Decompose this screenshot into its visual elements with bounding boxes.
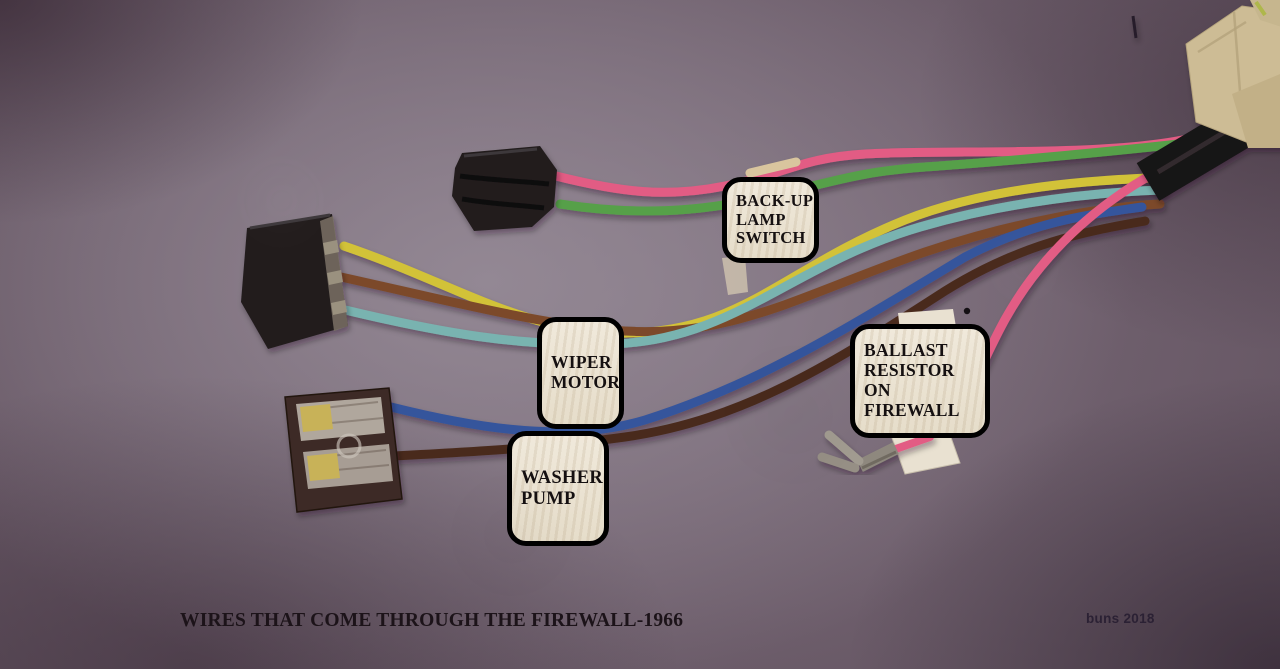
backup-lamp-switch-connector bbox=[452, 146, 557, 231]
wiper-connector-slot bbox=[327, 270, 343, 285]
ballast-pink-stub bbox=[886, 433, 934, 455]
washer-pump-connector bbox=[284, 387, 403, 513]
masking-tape-flap bbox=[1232, 74, 1280, 148]
wiper-connector-body bbox=[241, 214, 348, 349]
label-line: BALLAST bbox=[864, 340, 948, 361]
backup-connector-body bbox=[452, 146, 557, 231]
wiper-connector-slot bbox=[323, 240, 339, 255]
washer-brass-terminal bbox=[307, 453, 340, 481]
label-backup-lamp-switch: BACK-UP LAMP SWITCH bbox=[722, 177, 819, 263]
ink-dot bbox=[963, 307, 971, 315]
label-ballast-resistor: BALLAST RESISTOR ON FIREWALL bbox=[850, 324, 990, 438]
terminal-barrel-shade bbox=[861, 450, 897, 470]
label-line: WASHER bbox=[521, 467, 603, 488]
wiper-connector-slot bbox=[331, 300, 347, 315]
label-line: PUMP bbox=[521, 488, 576, 509]
photo-credit: buns 2018 bbox=[1086, 611, 1155, 626]
wire-green-backup bbox=[555, 137, 1200, 216]
backup-connector-groove bbox=[459, 173, 550, 187]
washer-connector-ring-mark bbox=[336, 433, 362, 459]
wire-blue-washer bbox=[386, 202, 1147, 437]
label-wiper-motor: WIPER MOTOR bbox=[537, 317, 624, 429]
paper-tail-backup-label bbox=[722, 256, 748, 295]
terminal-crimp-barrel bbox=[857, 442, 899, 472]
label-line: SWITCH bbox=[736, 228, 806, 248]
wire-brown-wiper bbox=[336, 199, 1165, 337]
tape-green-sliver bbox=[1254, 0, 1267, 17]
backup-connector-highlight bbox=[463, 147, 538, 158]
terminal-fork-prong bbox=[817, 452, 860, 473]
background-dark-mark bbox=[1131, 15, 1138, 39]
wiper-connector-highlight bbox=[249, 213, 331, 230]
label-line: LAMP bbox=[736, 209, 786, 229]
masking-tape-fold bbox=[1197, 20, 1247, 54]
wire-pink-backup bbox=[551, 131, 1205, 197]
wiper-motor-connector bbox=[241, 213, 348, 349]
label-washer-pump: WASHER PUMP bbox=[507, 431, 609, 546]
terminal-fork-prong bbox=[824, 430, 864, 466]
backup-connector-groove bbox=[461, 196, 545, 211]
label-line: RESISTOR bbox=[864, 360, 955, 381]
ballast-spade-terminal bbox=[817, 430, 934, 473]
washer-brass-terminal bbox=[300, 404, 333, 432]
wire-splice-tape bbox=[745, 157, 801, 178]
label-line: MOTOR bbox=[551, 372, 621, 392]
label-line: WIPER bbox=[551, 352, 612, 373]
photo-caption: WIRES THAT COME THROUGH THE FIREWALL-196… bbox=[180, 610, 684, 631]
wire-teal-wiper bbox=[332, 185, 1167, 349]
label-line: BACK-UP bbox=[736, 191, 814, 211]
label-line: ON FIREWALL bbox=[864, 380, 960, 420]
harness-tape-bundle bbox=[1131, 0, 1280, 201]
